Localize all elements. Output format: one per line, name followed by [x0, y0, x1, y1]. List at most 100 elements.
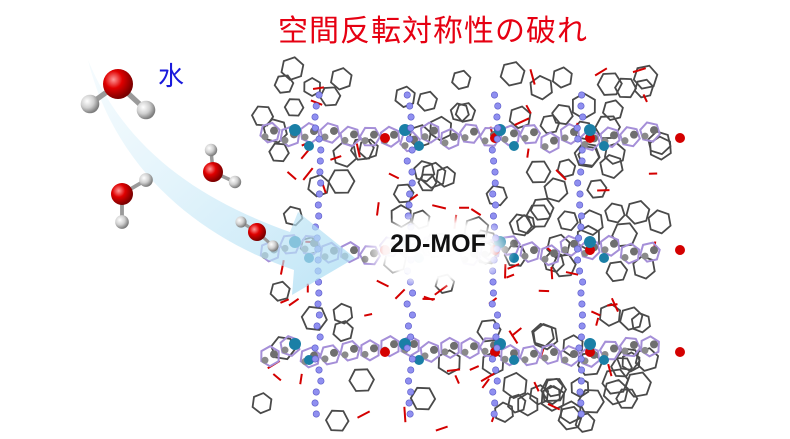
ligand-ring — [394, 85, 416, 109]
ligand-ring — [319, 86, 342, 107]
water-molecule — [235, 216, 279, 252]
linker-atom — [407, 366, 415, 374]
linker-atom — [489, 289, 497, 297]
carbon-atom — [390, 130, 398, 139]
linker-atom — [576, 190, 584, 198]
ligand-ring — [539, 114, 561, 135]
metal-node-ring — [259, 121, 281, 144]
metal-node-ring — [579, 345, 601, 368]
carbon-atom — [281, 136, 289, 144]
ligand-ring — [532, 322, 559, 351]
carbon-atom — [461, 134, 469, 142]
carbon-atom — [610, 239, 618, 248]
linker-atom — [404, 322, 412, 330]
carbon-atom — [481, 347, 489, 355]
linker-atom — [575, 344, 583, 352]
carbon-atom — [270, 350, 278, 359]
oxygen-bond — [435, 425, 448, 432]
linker-atom — [315, 311, 323, 319]
linker-atom — [316, 157, 324, 165]
metal-node-ring — [439, 127, 461, 150]
linker-atom — [576, 201, 584, 209]
linker-atom — [490, 157, 498, 165]
ligand-ring — [392, 183, 415, 204]
carbon-atom — [650, 126, 658, 135]
carbon-atom — [650, 340, 658, 349]
oxygen-atom — [248, 223, 266, 241]
ligand-ring — [251, 392, 273, 415]
metal-node-ring — [519, 241, 541, 264]
linker-atom — [405, 399, 413, 407]
carbon-atom — [570, 239, 578, 248]
water-molecule — [203, 143, 242, 189]
ligand-ring — [529, 384, 550, 406]
oxygen-bond — [481, 378, 490, 389]
metal-atom — [509, 355, 519, 365]
linker-atom — [312, 410, 320, 418]
ligand-ring — [625, 199, 651, 225]
linker-atom — [403, 300, 411, 308]
oxygen-bond — [403, 406, 407, 423]
carbon-atom — [581, 140, 589, 148]
carbon-atom — [350, 130, 358, 139]
oxygen-bond — [288, 298, 300, 307]
ligand-ring — [507, 393, 527, 414]
linker-atom — [579, 278, 587, 286]
linker-atom — [311, 355, 319, 363]
metal-atom — [599, 355, 609, 365]
metal-node-ring — [379, 125, 401, 148]
metal-node-ring — [299, 346, 321, 369]
ligand-ring — [624, 371, 652, 398]
linker-atom — [488, 146, 496, 154]
ligand-ring — [417, 173, 438, 192]
ligand-ring — [529, 197, 555, 221]
hydrogen-atom — [235, 216, 247, 228]
oxygen-atom — [585, 347, 595, 357]
linker-atom — [315, 91, 323, 99]
oxygen-bond — [642, 94, 648, 103]
oxygen-atom — [585, 133, 595, 143]
linker-atom — [575, 234, 583, 242]
oxygen-bond — [480, 372, 495, 383]
linker-atom — [408, 168, 416, 176]
ligand-ring — [647, 209, 672, 235]
metal-node-ring — [618, 336, 642, 358]
carbon-atom — [610, 344, 618, 353]
ligand-ring — [332, 302, 354, 325]
carbon-atom — [410, 340, 418, 349]
carbon-atom — [441, 139, 449, 147]
metal-atom — [599, 141, 609, 151]
oxygen-atom — [675, 245, 685, 255]
oxygen-bond — [533, 381, 540, 392]
metal-node-ring — [460, 337, 480, 360]
linker-atom — [494, 102, 502, 110]
linker-atom — [311, 344, 319, 352]
linker-atom — [574, 135, 582, 143]
linker-atom — [315, 212, 323, 220]
carbon-atom — [501, 135, 509, 143]
linker-atom — [488, 355, 496, 363]
metal-node-ring — [419, 340, 441, 363]
ligand-ring — [586, 179, 608, 199]
carbon-atom — [481, 137, 489, 145]
ligand-ring — [307, 173, 330, 198]
carbon-atom — [541, 354, 549, 362]
oxygen-bond — [526, 148, 530, 158]
carbon-atom — [350, 246, 358, 255]
oxygen-bond — [355, 143, 361, 158]
metal-node-ring — [340, 241, 360, 264]
carbon-atom — [261, 133, 269, 141]
metal-node-ring — [458, 123, 482, 144]
carbon-atom — [281, 346, 289, 354]
carbon-atom — [550, 136, 558, 145]
linker-atom — [408, 146, 416, 154]
linker-atom — [408, 355, 416, 363]
carbon-atom — [450, 132, 458, 141]
linker-atom — [311, 124, 319, 132]
linker-atom — [317, 377, 325, 385]
ligand-ring — [546, 233, 571, 259]
linker-atom — [407, 124, 415, 132]
carbon-atom — [630, 247, 638, 256]
ligand-ring — [454, 102, 477, 123]
